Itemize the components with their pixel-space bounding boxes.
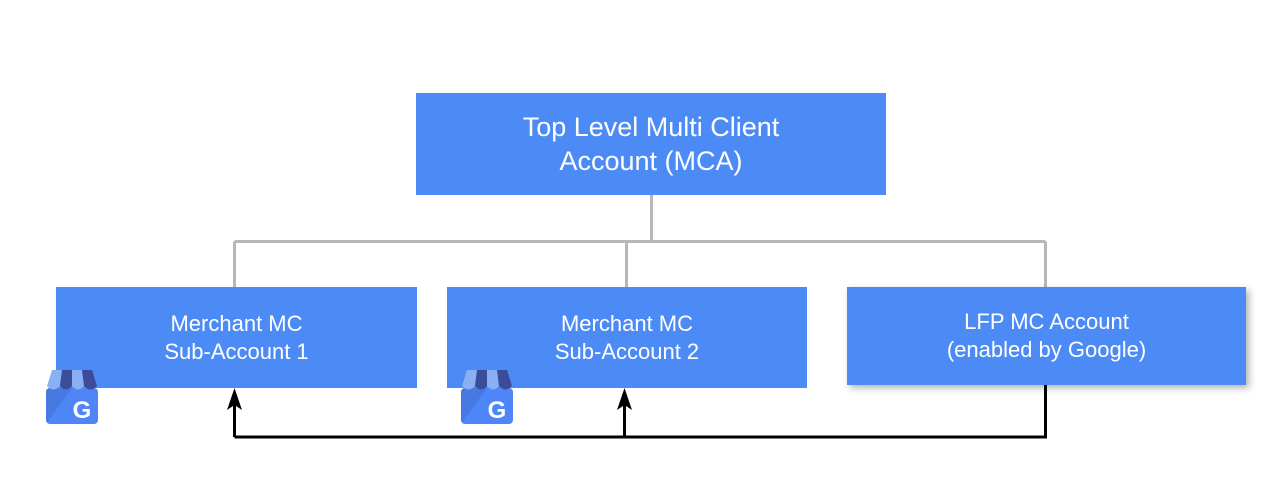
google-g-letter: G	[73, 397, 92, 424]
google-my-business-storefront-icon: G	[46, 370, 98, 424]
node-lfp-mc-account[interactable]: LFP MC Account (enabled by Google)	[847, 287, 1246, 385]
node-top-level-mca[interactable]: Top Level Multi Client Account (MCA)	[416, 93, 886, 195]
hierarchy-connector-group	[233, 195, 1047, 288]
awning-segment-1	[47, 370, 62, 390]
svg-text:G: G	[488, 397, 507, 424]
arrowhead-to-sub1	[227, 388, 242, 410]
node-merchant-sub-account-2-line1: Merchant MC	[560, 310, 694, 336]
node-lfp-mc-account-line1: LFP MC Account	[964, 309, 1129, 335]
awning-segment-4	[497, 370, 512, 390]
node-merchant-sub-account-1[interactable]: Merchant MC Sub-Account 1	[56, 287, 417, 388]
arrowhead-to-sub2	[617, 388, 632, 410]
awning-segment-4	[82, 370, 97, 390]
node-merchant-sub-account-2-line2: Sub-Account 2	[554, 338, 700, 364]
svg-text:G: G	[73, 397, 92, 424]
node-lfp-mc-account-line2: (enabled by Google)	[946, 337, 1147, 362]
storefront-body-shadow	[461, 388, 487, 424]
awning-segment-2	[60, 370, 72, 390]
awning-segment-2	[475, 370, 487, 390]
node-top-level-mca-line2: Account (MCA)	[559, 146, 743, 176]
node-merchant-sub-account-1-line2: Sub-Account 1	[164, 338, 309, 364]
awning-segment-3	[72, 370, 84, 390]
storefront-body-shadow	[46, 388, 72, 424]
node-top-level-mca-line1: Top Level Multi Client	[522, 111, 780, 142]
google-g-letter: G	[488, 397, 507, 424]
lfp-feedback-connector-group	[227, 385, 1047, 439]
awning-segment-1	[462, 370, 477, 390]
google-my-business-storefront-icon: G	[461, 370, 513, 424]
lfp-feedback-path	[234, 385, 1047, 439]
awning-segment-3	[487, 370, 499, 390]
node-merchant-sub-account-1-line1: Merchant MC	[170, 310, 303, 336]
